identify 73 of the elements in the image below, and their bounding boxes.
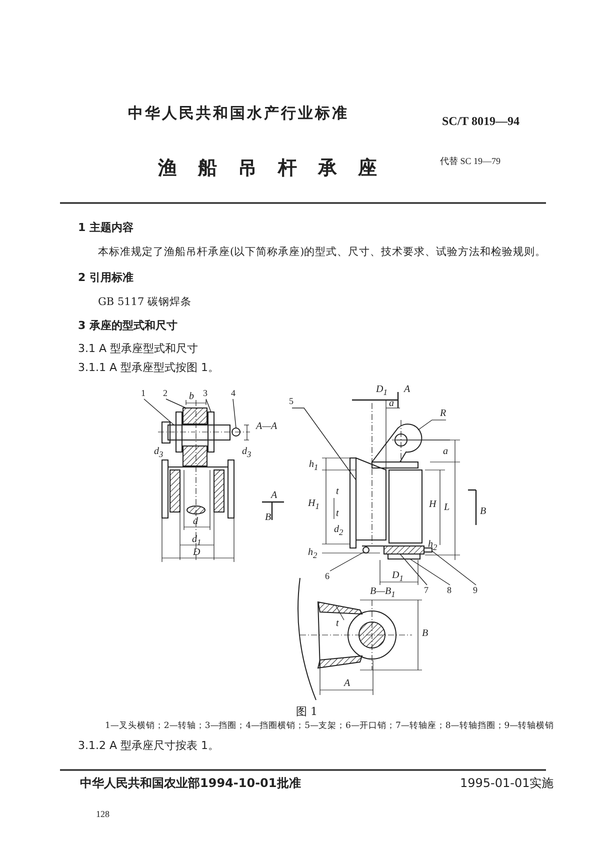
retaining-pin (232, 428, 240, 436)
dimension-label: h$_{2}$ (428, 539, 438, 553)
callout-number: 2 (163, 389, 168, 398)
dimension-label: L (444, 502, 450, 514)
section-label: A (271, 490, 278, 502)
dimension-label: R (440, 408, 446, 420)
callout-number: 9 (473, 586, 478, 595)
subsection-heading: 3.1.2 A 型承座尺寸按表 1。 (78, 740, 220, 753)
standard-number: SC/T 8019—94 (442, 115, 520, 129)
retaining-ring (208, 412, 214, 452)
dimension-label: h$_{2}$ (308, 547, 318, 561)
section-label: B—B$_{1}$ (370, 586, 396, 600)
view-label: A—A (256, 421, 278, 432)
dimension-label: t (336, 486, 339, 498)
dimension-label: d$_{1}$ (192, 534, 202, 548)
standard-category: 中华人民共和国水产行业标准 (128, 105, 349, 122)
dimension-label: t (336, 508, 339, 520)
subsection-heading: 3.1.1 A 型承座型式按图 1。 (78, 362, 220, 375)
callout-number: 1 (141, 389, 146, 398)
shaft-cross-pin (424, 548, 432, 552)
leader-line (292, 408, 356, 480)
section-label: B (480, 506, 486, 518)
dimension-label: d$_{3}$ (154, 446, 164, 460)
replaces-note: 代替 SC 19—79 (440, 156, 501, 166)
page-number: 128 (96, 809, 110, 820)
section-heading: 2 引用标准 (78, 272, 134, 285)
callout-number: 4 (231, 389, 236, 398)
figure-caption: 图 1 (296, 706, 318, 719)
dimension-label: D$_{1}$ (376, 384, 388, 398)
dimension-label: a (389, 398, 394, 410)
document-title: 渔船吊杆承座 (158, 158, 398, 180)
leader-line (410, 558, 450, 586)
leader-line (166, 398, 186, 408)
dimension-label: a (443, 446, 448, 458)
cotter-pin (362, 546, 370, 554)
parts-legend: 1—叉头横销；2—转轴；3—挡圈；4—挡圈横销；5—支架；6—开口销；7—转轴座；8—转轴挡圈；9—转轴横销 (105, 722, 554, 732)
callout-number: 7 (424, 586, 428, 595)
paragraph: 本标准规定了渔船吊杆承座(以下简称承座)的型式、尺寸、技术要求、试验方法和检验规则。 (98, 246, 546, 258)
effective-date: 1995-01-01实施 (460, 777, 554, 791)
dimension-label: D (193, 547, 200, 558)
section-label: B (265, 512, 272, 524)
shaft-seat (384, 546, 424, 554)
leader-line (432, 550, 476, 586)
callout-number: 8 (447, 586, 452, 595)
cross-pin (168, 424, 230, 440)
dimension-label: D$_{1}$ (392, 570, 404, 584)
dimension-label: H (429, 499, 436, 510)
callout-number: 3 (203, 389, 208, 398)
shaft-section (182, 408, 208, 424)
section-label: A (404, 384, 410, 396)
subsection-heading: 3.1 A 型承座型式和尺寸 (78, 343, 198, 356)
dimension-label: d$_{2}$ (334, 524, 344, 538)
dimension-label: h$_{1}$ (309, 459, 318, 473)
leader-line (144, 398, 174, 426)
callout-number: 5 (289, 397, 294, 406)
dimension-label: A (344, 678, 350, 690)
dimension-label: d$_{3}$ (242, 446, 252, 460)
dimension-label: b (189, 391, 194, 402)
section-heading: 1 主题内容 (78, 222, 134, 235)
approval-note: 中华人民共和国农业部1994-10-01批准 (80, 777, 301, 791)
dimension-label: H$_{1}$ (308, 498, 320, 512)
dimension-label: d (193, 516, 198, 528)
reference-entry: GB 5117 碳钢焊条 (98, 296, 192, 308)
dimension-label: B (422, 628, 428, 640)
dimension-label: t (336, 618, 339, 630)
leader-line (232, 398, 236, 428)
callout-number: 6 (325, 572, 330, 581)
shaft-retainer (388, 554, 420, 560)
leader-line (206, 398, 212, 412)
leader-line (330, 552, 364, 572)
section-heading: 3 承座的型式和尺寸 (78, 320, 178, 333)
leader-line (400, 554, 428, 586)
bracket (356, 457, 386, 540)
